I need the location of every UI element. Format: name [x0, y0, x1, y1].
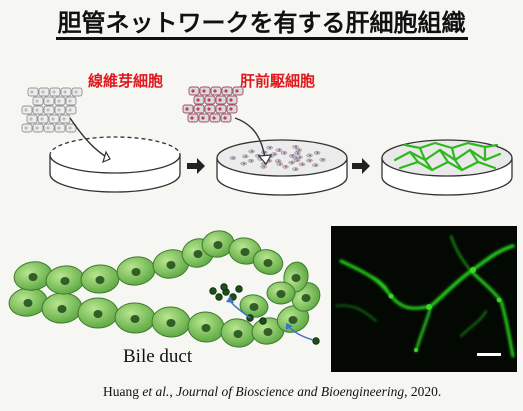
bile-duct-illustration — [8, 230, 321, 348]
arrow-right-icon — [187, 158, 205, 174]
culture-dish-3 — [381, 139, 513, 196]
citation-year: , 2020. — [404, 384, 442, 399]
culture-dish-1 — [49, 136, 181, 193]
page-title: 胆管ネットワークを有する肝細胞組織 — [0, 3, 523, 40]
hepatic-progenitor-label: 肝前駆細胞 — [240, 72, 316, 90]
citation-authors: Huang — [103, 384, 139, 399]
fibroblast-cluster — [21, 87, 83, 133]
hepatic-progenitor-cluster — [182, 86, 244, 123]
arrow-right-icon — [352, 158, 370, 174]
page-title-text: 胆管ネットワークを有する肝細胞組織 — [55, 9, 468, 40]
bile-duct-caption: Bile duct — [123, 346, 193, 367]
citation-etal: et al. — [142, 384, 170, 399]
citation-journal: Journal of Bioscience and Bioengineering — [176, 384, 405, 399]
fluorescence-micrograph — [331, 226, 517, 372]
curved-arrow-2 — [234, 117, 266, 159]
fibroblast-label: 線維芽細胞 — [88, 72, 164, 90]
culture-dish-2 — [216, 139, 348, 196]
citation: Huang et al., Journal of Bioscience and … — [103, 384, 442, 399]
scale-bar — [477, 353, 501, 356]
